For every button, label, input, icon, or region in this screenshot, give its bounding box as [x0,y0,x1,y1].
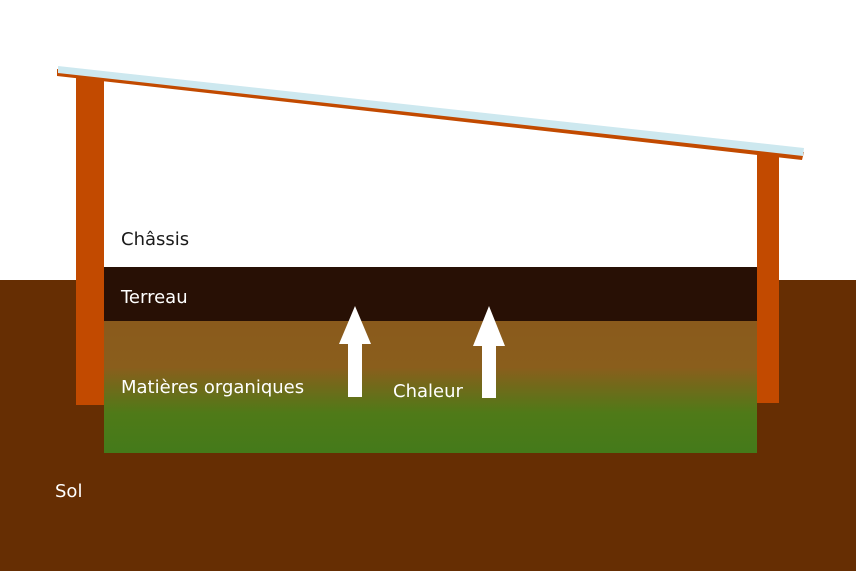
left-post [76,72,104,405]
right-post [757,150,779,403]
frame-interior [104,150,757,267]
heat-label: Chaleur [393,381,463,402]
organic-matter-label: Matières organiques [121,377,305,398]
organic-matter-layer [104,321,757,453]
frame-label: Châssis [121,229,190,250]
heat-arrow-right [473,306,505,398]
glass-roof-pane [58,66,804,156]
compost-layer [104,267,757,321]
heat-arrow-left [339,306,371,397]
soil-label: Sol [55,481,83,502]
compost-label: Terreau [121,287,188,308]
